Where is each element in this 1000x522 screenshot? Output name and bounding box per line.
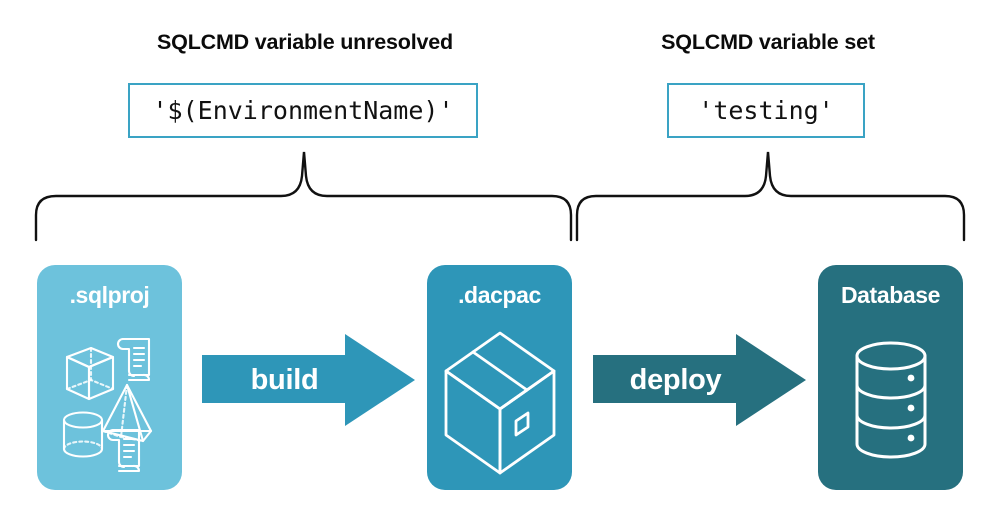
- arrow-build-shape: [202, 334, 415, 426]
- stage-box-dacpac-label: .dacpac: [458, 282, 541, 308]
- arrow-build[interactable]: build: [202, 332, 417, 428]
- package-box-icon: [427, 317, 572, 487]
- code-box-set-value: 'testing': [698, 96, 834, 125]
- stage-box-database[interactable]: Database: [818, 265, 963, 490]
- stage-box-sqlproj[interactable]: .sqlproj: [37, 265, 182, 490]
- script-scroll-icon-bottom: [106, 428, 140, 473]
- brace-left-icon: [34, 151, 573, 242]
- stage-box-sqlproj-label: .sqlproj: [69, 282, 150, 308]
- cylinder-icon: [62, 411, 103, 458]
- arrow-deploy-shape: [593, 334, 806, 426]
- stage-box-dacpac[interactable]: .dacpac: [427, 265, 572, 490]
- code-box-set-variable: 'testing': [667, 83, 865, 138]
- cube-icon: [65, 346, 114, 401]
- arrow-deploy[interactable]: deploy: [593, 332, 808, 428]
- heading-sqlcmd-variable-set: SQLCMD variable set: [661, 30, 875, 54]
- code-box-unresolved-value: '$(EnvironmentName)': [152, 96, 454, 125]
- project-shapes-icon: [37, 317, 182, 487]
- heading-sqlcmd-variable-unresolved: SQLCMD variable unresolved: [157, 30, 453, 54]
- database-cylinder-icon: [818, 317, 963, 487]
- code-box-unresolved-variable: '$(EnvironmentName)': [128, 83, 478, 138]
- stage-box-database-label: Database: [840, 282, 941, 308]
- script-scroll-icon-top: [116, 337, 150, 382]
- pyramid-icon: [101, 383, 152, 443]
- brace-right-icon: [575, 151, 966, 242]
